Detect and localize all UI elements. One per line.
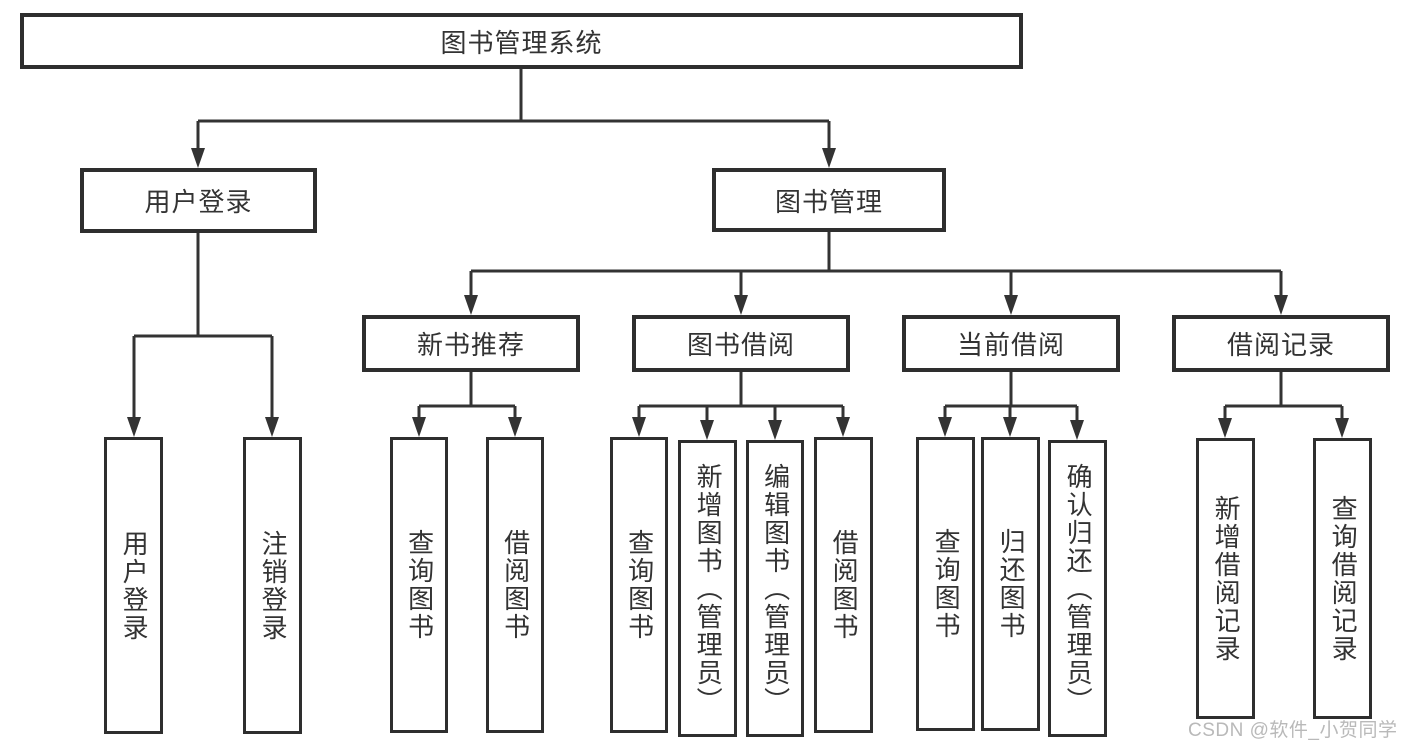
node-label: 查询借阅记录 — [1328, 494, 1359, 663]
leaf-bb-borrow-books: 借阅图书 — [814, 437, 873, 733]
leaf-nr-query-books: 查询图书 — [390, 437, 448, 733]
leaf-logout: 注销登录 — [243, 437, 302, 734]
node-label: 用户登录 — [119, 529, 150, 642]
node-new-book-recommend: 新书推荐 — [362, 315, 580, 372]
node-label: 图书借阅 — [686, 330, 795, 360]
leaf-nr-borrow-books: 借阅图书 — [486, 437, 544, 733]
node-label: 归还图书 — [996, 528, 1027, 640]
node-label: 当前借阅 — [956, 330, 1065, 360]
leaf-bb-add-books-admin: 新增图书（管理员） — [678, 440, 737, 737]
node-label: 查询图书 — [624, 529, 655, 641]
watermark-csdn: CSDN @软件_小贺同学 — [1188, 720, 1398, 741]
node-label: 新书推荐 — [416, 330, 525, 360]
node-book-borrowing: 图书借阅 — [632, 315, 850, 372]
leaf-cb-query-books: 查询图书 — [916, 437, 975, 731]
node-label: 借阅记录 — [1226, 330, 1335, 360]
leaf-cb-return-books: 归还图书 — [981, 437, 1040, 731]
leaf-br-query-record: 查询借阅记录 — [1313, 438, 1372, 719]
node-label: 确认归还（管理员） — [1063, 462, 1094, 715]
node-label: 图书管理系统 — [440, 27, 603, 58]
node-label: 新增借阅记录 — [1211, 494, 1242, 663]
leaf-cb-confirm-return-admin: 确认归还（管理员） — [1048, 440, 1107, 737]
node-library-system: 图书管理系统 — [20, 13, 1023, 69]
node-label: 查询图书 — [404, 529, 435, 641]
node-label: 用户登录 — [144, 187, 253, 217]
leaf-bb-edit-books-admin: 编辑图书（管理员） — [746, 440, 804, 737]
node-label: 图书管理 — [774, 186, 883, 217]
node-user-login: 用户登录 — [80, 168, 317, 233]
node-book-management: 图书管理 — [712, 168, 946, 232]
leaf-bb-query-books: 查询图书 — [610, 437, 668, 733]
node-borrowing-records: 借阅记录 — [1172, 315, 1390, 372]
node-current-borrowing: 当前借阅 — [902, 315, 1120, 372]
leaf-user-login: 用户登录 — [104, 437, 163, 734]
node-label: 借阅图书 — [500, 529, 531, 641]
node-label: 新增图书（管理员） — [693, 462, 724, 715]
node-label: 编辑图书（管理员） — [760, 462, 791, 715]
node-label: 查询图书 — [931, 528, 962, 640]
node-label: 注销登录 — [258, 529, 289, 642]
node-label: 借阅图书 — [829, 529, 860, 641]
leaf-br-add-record: 新增借阅记录 — [1196, 438, 1255, 719]
